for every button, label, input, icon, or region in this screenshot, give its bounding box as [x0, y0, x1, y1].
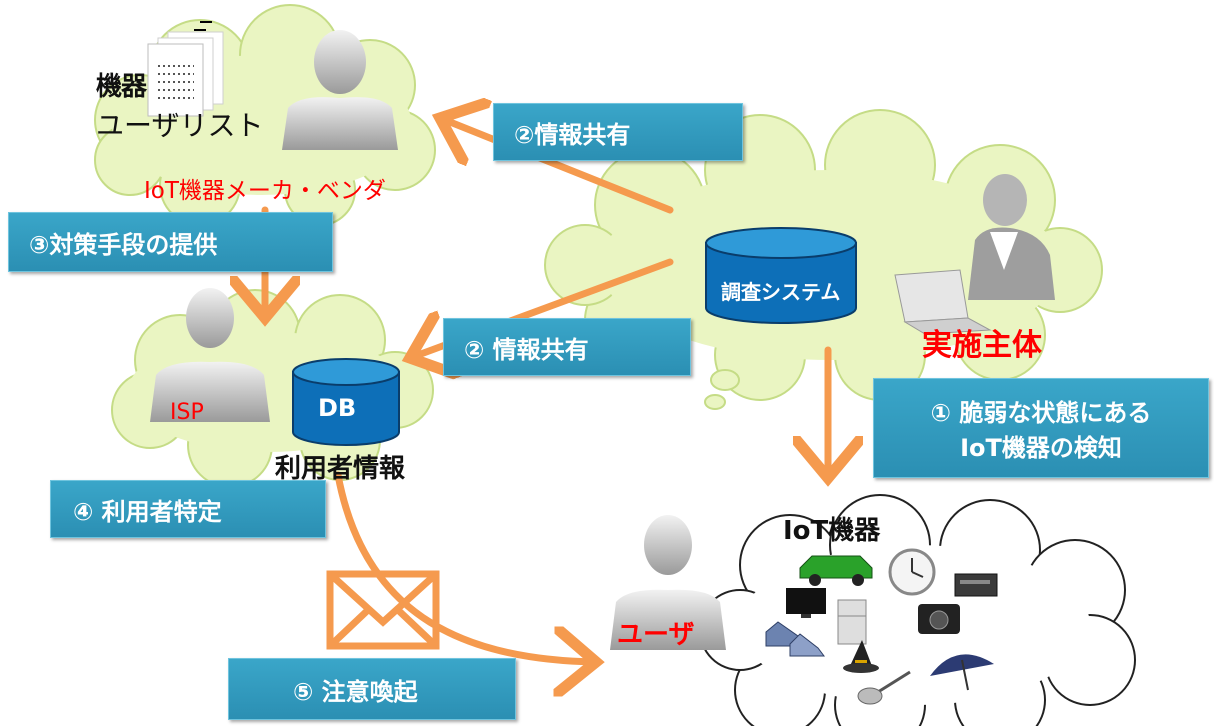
isp-person-icon [150, 288, 270, 422]
survey-cloud-tail [704, 369, 740, 410]
step-1-line-2: IoT機器の検知 [960, 434, 1122, 462]
operator-label: 実施主体 [922, 328, 1042, 363]
umbrella-icon [930, 654, 994, 691]
step-3-countermeasure: ③対策手段の提供 [8, 212, 333, 272]
survey-db-icon [705, 227, 857, 324]
survey-system-label: 調査システム [721, 280, 841, 304]
step-4-identify-user: ④ 利用者特定 [50, 480, 326, 538]
isp-db-icon [292, 358, 400, 446]
step-2-share-maker: ②情報共有 [493, 103, 743, 161]
step-1-line-1: ① 脆弱な状態にある [930, 399, 1152, 427]
user-person-icon [610, 515, 726, 650]
clock-icon [888, 548, 936, 596]
arrow-alert [334, 471, 596, 662]
step-1-detect: ① 脆弱な状態にある IoT機器の検知 [873, 378, 1209, 478]
iot-devices-label: IoT機器 [783, 516, 881, 546]
device-cloud [699, 494, 1136, 726]
user-list-title: 機器 [96, 72, 147, 102]
tv-icon [786, 588, 826, 618]
user-list-subtitle: ユーザリスト [96, 109, 264, 142]
fridge-icon [837, 599, 867, 645]
guitar-icon [857, 670, 911, 705]
step-2-share-isp: ② 情報共有 [443, 318, 691, 376]
operator-person-icon [894, 174, 1055, 335]
mail-envelope-icon [326, 570, 440, 650]
car-icon [799, 555, 873, 586]
hat-icon [843, 640, 879, 673]
user-list-icon [147, 21, 224, 117]
arrow-share-maker [440, 118, 674, 214]
maker-person-icon [282, 30, 398, 150]
user-info-label: 利用者情報 [275, 454, 406, 484]
sneakers-icon [765, 621, 825, 657]
user-label: ユーザ [617, 620, 695, 650]
maker-label: IoT機器メーカ・ベンダ [144, 178, 386, 204]
step-5-alert: ⑤ 注意喚起 [228, 658, 516, 720]
isp-label: ISP [170, 400, 204, 425]
camera-icon [918, 604, 960, 634]
db-label: DB [318, 394, 357, 422]
recorder-icon [954, 573, 998, 597]
